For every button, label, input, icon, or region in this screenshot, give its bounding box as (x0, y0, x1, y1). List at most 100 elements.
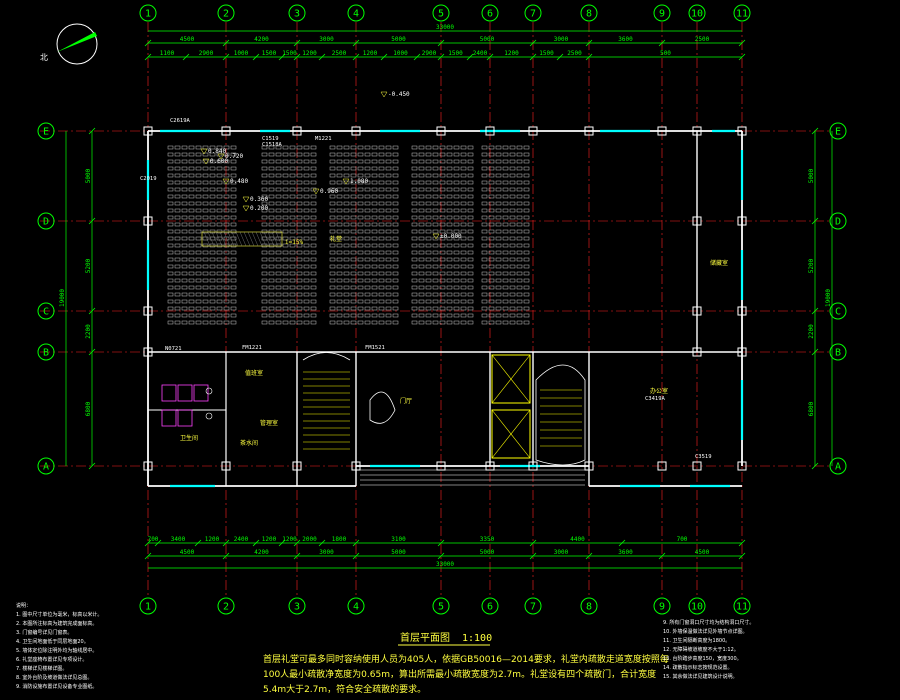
auditorium-seat (392, 264, 399, 269)
auditorium-seat (329, 208, 336, 213)
auditorium-seat (209, 180, 216, 185)
auditorium-seat (223, 236, 230, 241)
structural-column (436, 126, 446, 136)
auditorium-seat (439, 299, 446, 304)
auditorium-seat (296, 180, 303, 185)
auditorium-seat (174, 236, 181, 241)
axis-bubble-C (829, 302, 847, 320)
bottom-detail-dim-tick (154, 539, 162, 547)
auditorium-seat (439, 292, 446, 297)
structural-column (351, 126, 361, 136)
auditorium-seat (310, 187, 317, 192)
auditorium-seat (268, 292, 275, 297)
top-detail-dim-value: 2900 (199, 50, 214, 57)
auditorium-seat (174, 299, 181, 304)
axis-bubble-9 (653, 4, 671, 22)
auditorium-seat (181, 320, 188, 325)
left-total-dim-tick (88, 307, 96, 315)
auditorium-seat (230, 320, 237, 325)
auditorium-seat (495, 320, 502, 325)
auditorium-seat (371, 201, 378, 206)
auditorium-seat (336, 299, 343, 304)
toilet-stall (193, 384, 209, 402)
axis-bubble-7 (524, 597, 542, 615)
auditorium-seat (167, 229, 174, 234)
notes-right-line-5: 14. 疏散指示标志按规范设置。 (663, 664, 733, 671)
auditorium-seat (216, 264, 223, 269)
auditorium-seat (188, 187, 195, 192)
auditorium-seat (202, 187, 209, 192)
auditorium-seat (467, 243, 474, 248)
auditorium-seat (343, 250, 350, 255)
auditorium-seat (481, 145, 488, 150)
bottom-detail-dim-tick (144, 539, 152, 547)
auditorium-seat (425, 320, 432, 325)
auditorium-seat (516, 187, 523, 192)
washbasin-icon (205, 387, 213, 395)
ramp-hatch (211, 231, 219, 247)
auditorium-seat (261, 152, 268, 157)
auditorium-seat (230, 243, 237, 248)
auditorium-seat (425, 152, 432, 157)
auditorium-seat (181, 264, 188, 269)
auditorium-seat (418, 229, 425, 234)
auditorium-seat (303, 306, 310, 311)
auditorium-seat (202, 257, 209, 262)
auditorium-seat (385, 313, 392, 318)
auditorium-seat (216, 222, 223, 227)
auditorium-seat (523, 173, 530, 178)
auditorium-seat (523, 306, 530, 311)
elevation-marker (242, 205, 250, 212)
auditorium-seat (216, 313, 223, 318)
auditorium-seat (336, 173, 343, 178)
auditorium-seat (432, 152, 439, 157)
auditorium-seat (216, 180, 223, 185)
auditorium-seat (446, 285, 453, 290)
auditorium-seat (310, 257, 317, 262)
axis-bubble-4 (347, 4, 365, 22)
auditorium-seat (439, 222, 446, 227)
auditorium-seat (523, 236, 530, 241)
axis-label-A: A (835, 462, 841, 473)
auditorium-seat (488, 180, 495, 185)
bottom-detail-dim-tick (529, 539, 537, 547)
auditorium-seat (453, 145, 460, 150)
auditorium-seat (371, 229, 378, 234)
auditorium-seat (167, 292, 174, 297)
elevation-value: 1.080 (350, 178, 368, 185)
elevation-value: 0.600 (210, 158, 228, 165)
auditorium-seat (310, 208, 317, 213)
auditorium-seat (432, 257, 439, 262)
auditorium-seat (195, 285, 202, 290)
auditorium-seat (174, 145, 181, 150)
axis-bubble-4 (347, 597, 365, 615)
auditorium-seat (495, 292, 502, 297)
auditorium-seat (432, 166, 439, 171)
auditorium-seat (167, 313, 174, 318)
auditorium-seat (329, 306, 336, 311)
notes-left-line-4: 4. 卫生间地面低于同层地面20。 (16, 638, 89, 645)
bottom-detail-dim-tick (222, 539, 230, 547)
auditorium-seat (303, 173, 310, 178)
auditorium-seat (411, 306, 418, 311)
axis-label-6: 6 (487, 602, 493, 613)
bottom-detail-dim-tick (278, 539, 286, 547)
overall-left-value: 19000 (59, 289, 66, 307)
auditorium-seat (488, 229, 495, 234)
auditorium-seat (261, 208, 268, 213)
auditorium-seat (425, 306, 432, 311)
auditorium-seat (181, 215, 188, 220)
auditorium-seat (502, 222, 509, 227)
auditorium-seat (261, 229, 268, 234)
auditorium-seat (418, 257, 425, 262)
auditorium-seat (385, 236, 392, 241)
top-detail-dim-value: 2400 (473, 50, 488, 57)
auditorium-seat (516, 173, 523, 178)
auditorium-seat (392, 187, 399, 192)
structural-column (692, 306, 702, 316)
auditorium-seat (329, 264, 336, 269)
auditorium-seat (261, 285, 268, 290)
top-total-dim-tick (222, 39, 230, 47)
auditorium-seat (195, 271, 202, 276)
auditorium-seat (357, 152, 364, 157)
